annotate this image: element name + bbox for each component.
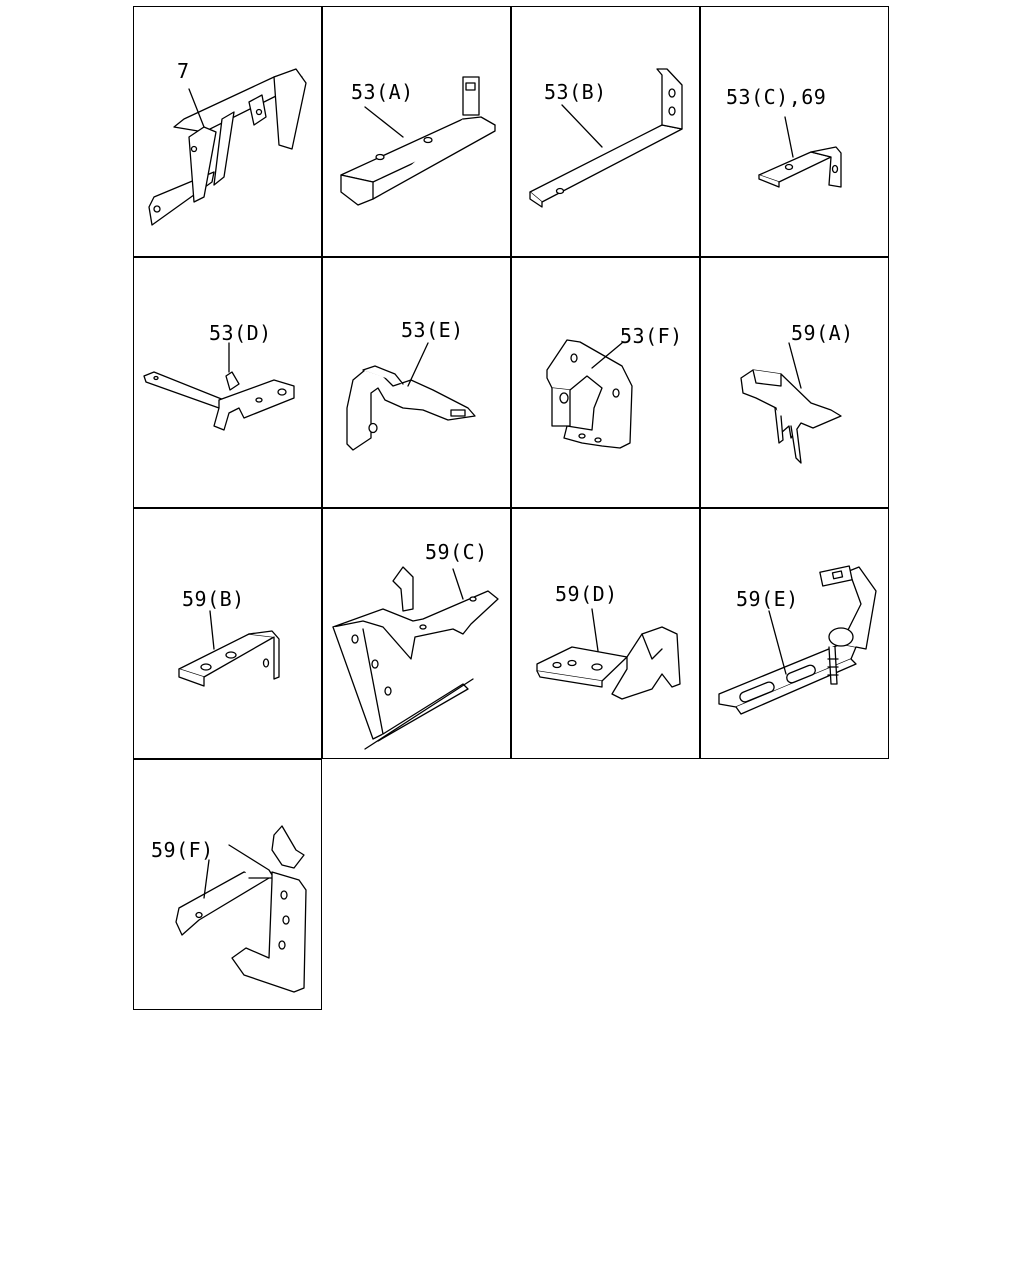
part-label: 53(F) <box>620 324 683 348</box>
bracket-53b-drawing <box>529 68 683 208</box>
part-label: 53(D) <box>209 321 272 345</box>
part-cell-59a: 59(A) <box>700 257 889 508</box>
bracket-53f-drawing <box>546 339 633 449</box>
bracket-59e-drawing <box>718 565 877 715</box>
part-cell-53d: 53(D) <box>133 257 322 508</box>
parts-grid: 7 53(A) 53(B) <box>133 6 891 1014</box>
part-cell-59f: 59(F) <box>133 759 322 1010</box>
part-label: 53(B) <box>544 80 607 104</box>
bracket-59b-drawing <box>178 610 280 687</box>
bracket-59f-drawing <box>175 825 307 993</box>
bracket-59d-drawing <box>536 608 681 700</box>
part-cell-53a: 53(A) <box>322 6 511 257</box>
bracket-53e-drawing <box>346 342 476 451</box>
part-label: 7 <box>177 59 190 83</box>
part-cell-53f: 53(F) <box>511 257 700 508</box>
part-label: 53(E) <box>401 318 464 342</box>
bracket-7-drawing <box>148 68 307 226</box>
part-cell-53b: 53(B) <box>511 6 700 257</box>
part-label: 59(C) <box>425 540 488 564</box>
part-cell-59e: 59(E) <box>700 508 889 759</box>
part-cell-59b: 59(B) <box>133 508 322 759</box>
part-cell-59c: 59(C) <box>322 508 511 759</box>
part-label: 59(B) <box>182 587 245 611</box>
part-label: 53(A) <box>351 80 414 104</box>
part-cell-53e: 53(E) <box>322 257 511 508</box>
part-label: 53(C),69 <box>726 85 827 109</box>
part-cell-59d: 59(D) <box>511 508 700 759</box>
part-label: 59(F) <box>151 838 214 862</box>
part-label: 59(D) <box>555 582 618 606</box>
part-cell-53c-69: 53(C),69 <box>700 6 889 257</box>
bracket-53d-drawing <box>143 342 295 431</box>
bracket-53c-69-drawing <box>758 116 842 188</box>
part-cell-7: 7 <box>133 6 322 257</box>
bracket-53a-drawing <box>340 76 496 206</box>
bracket-59a-drawing <box>740 342 842 464</box>
part-label: 59(E) <box>736 587 799 611</box>
part-label: 59(A) <box>791 321 854 345</box>
bracket-59c-drawing <box>332 566 499 750</box>
